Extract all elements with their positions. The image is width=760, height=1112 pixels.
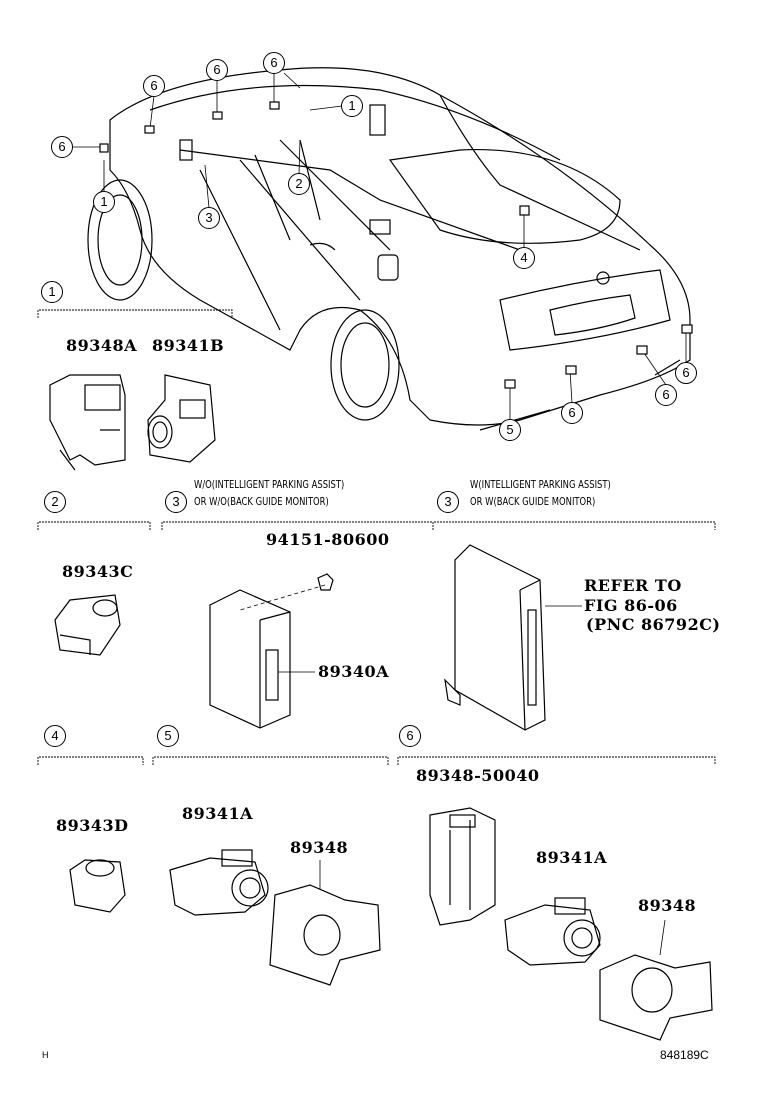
section-6-number: 6 (399, 725, 421, 747)
section-1-number: 1 (41, 281, 63, 303)
part-number-89343D: 89343D (56, 816, 129, 835)
condition-line-1: W/O(INTELLIGENT PARKING ASSIST) (194, 478, 345, 491)
callout-6c: 6 (263, 52, 285, 74)
nut-94151-80600-drawing (239, 573, 334, 611)
part-number-89343C: 89343C (62, 562, 134, 581)
section-brackets (37, 309, 716, 765)
callout-1a: 1 (341, 95, 363, 117)
ecu-module-drawing (444, 544, 582, 731)
callout-4: 4 (513, 247, 535, 269)
part-89348A-drawing (49, 374, 126, 471)
part-number-89341A: 89341A (536, 848, 608, 867)
section-3a-number: 3 (165, 491, 187, 513)
callout-6e: 6 (561, 402, 583, 424)
part-89348-drawing-s6 (599, 919, 713, 1041)
part-number-89341B: 89341B (152, 336, 225, 355)
part-number-89348: 89348 (638, 896, 697, 915)
condition-line-1: W(INTELLIGENT PARKING ASSIST) (470, 478, 611, 491)
part-number-89348-50040: 89348-50040 (416, 766, 540, 785)
callout-2: 2 (288, 173, 310, 195)
part-89348-drawing-s5 (269, 860, 381, 986)
callout-1b: 1 (93, 191, 115, 213)
footer-left-code: H (42, 1050, 49, 1060)
callout-5: 5 (499, 419, 521, 441)
part-number-89340A: 89340A (318, 662, 390, 681)
callout-6g: 6 (675, 362, 697, 384)
leader-lines (72, 72, 687, 420)
condition-line-2: OR W(BACK GUIDE MONITOR) (470, 495, 596, 508)
refer-note-line-1: REFER TO (584, 576, 682, 595)
part-number-89348: 89348 (290, 838, 349, 857)
callout-3: 3 (198, 207, 220, 229)
part-89341A-drawing-s5 (169, 849, 269, 916)
callout-6d: 6 (51, 136, 73, 158)
refer-note-line-2: FIG 86-06 (584, 596, 678, 615)
refer-note-line-3: (PNC 86792C) (586, 615, 721, 634)
section-2-number: 2 (44, 491, 66, 513)
part-89340A-drawing (209, 589, 315, 729)
callout-6f: 6 (655, 384, 677, 406)
callout-6a: 6 (143, 75, 165, 97)
sensor-marks (99, 101, 693, 389)
part-89348-50040-drawing (429, 807, 496, 926)
part-89341A-drawing-s6 (504, 897, 601, 966)
part-89343D-drawing (69, 859, 126, 913)
callout-6b: 6 (206, 59, 228, 81)
condition-line-2: OR W/O(BACK GUIDE MONITOR) (194, 495, 329, 508)
car-illustration (87, 67, 691, 431)
section-4-number: 4 (44, 725, 66, 747)
section-5-number: 5 (157, 725, 179, 747)
part-89341B-drawing (147, 374, 216, 463)
part-number-89348A: 89348A (66, 336, 138, 355)
section-3b-number: 3 (437, 491, 459, 513)
part-number-94151-80600: 94151-80600 (266, 530, 390, 549)
part-89343C-drawing (54, 594, 121, 656)
part-number-89341A: 89341A (182, 804, 254, 823)
figure-code: 848189C (660, 1048, 709, 1062)
